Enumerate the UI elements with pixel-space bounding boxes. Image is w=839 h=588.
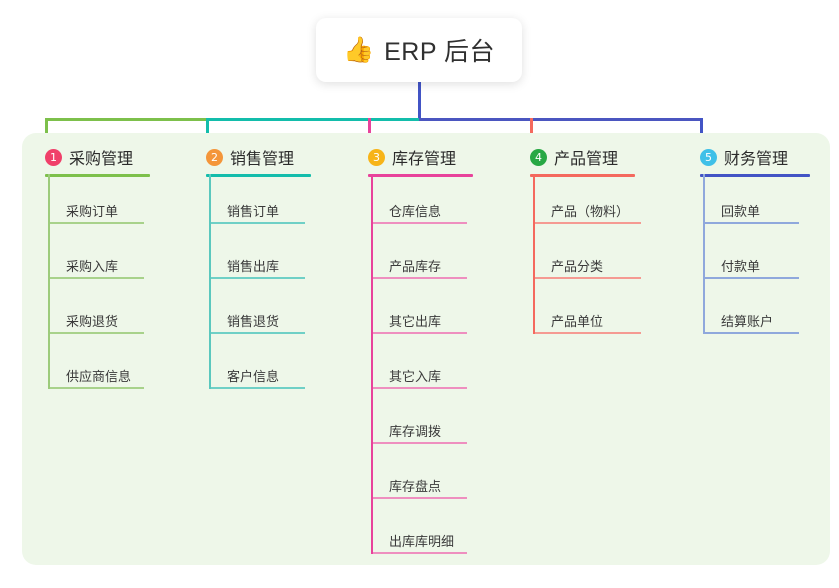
column-badge-4: 4 xyxy=(530,148,547,166)
leaf-item-underline xyxy=(533,277,641,279)
column-title-5: 财务管理 xyxy=(724,151,789,168)
column-header-2[interactable]: 2 销售管理 xyxy=(206,145,294,169)
leaf-item-underline xyxy=(703,277,799,279)
leaf-item-label: 付款单 xyxy=(721,259,761,274)
connector-drop-inventory xyxy=(368,118,371,146)
leaf-item-label: 销售退货 xyxy=(227,314,280,329)
column-badge-2: 2 xyxy=(206,148,223,166)
column-header-5[interactable]: 5 财务管理 xyxy=(700,145,788,169)
column-header-1[interactable]: 1 采购管理 xyxy=(45,145,133,169)
leaf-item-label: 产品单位 xyxy=(551,314,604,329)
leaf-item-underline xyxy=(703,222,799,224)
leaf-item-label: 采购订单 xyxy=(66,204,119,219)
leaf-item-underline xyxy=(533,332,641,334)
leaf-item-label: 采购入库 xyxy=(66,259,119,274)
column-spine-4 xyxy=(533,174,535,334)
leaf-item-underline xyxy=(209,332,305,334)
column-spine-3 xyxy=(371,174,373,554)
connector-segment-teal xyxy=(206,118,421,121)
column-title-4: 产品管理 xyxy=(554,151,619,168)
leaf-item-label: 其它出库 xyxy=(389,314,442,329)
connector-drop-sales xyxy=(206,118,209,146)
leaf-item-underline xyxy=(209,387,305,389)
column-title-1: 采购管理 xyxy=(69,151,134,168)
column-header-underline-2 xyxy=(206,174,311,177)
column-header-underline-3 xyxy=(368,174,473,177)
connector-segment-green xyxy=(45,118,208,121)
leaf-item-underline xyxy=(48,222,144,224)
leaf-item-label: 产品分类 xyxy=(551,259,604,274)
leaf-item-underline xyxy=(371,387,467,389)
column-header-underline-1 xyxy=(45,174,150,177)
connector-segment-blue xyxy=(419,118,703,121)
column-badge-5: 5 xyxy=(700,148,717,166)
connector-drop-finance xyxy=(700,118,703,146)
root-node-card[interactable]: 👍 ERP 后台 xyxy=(316,18,522,82)
leaf-item-label: 库存盘点 xyxy=(389,479,442,494)
leaf-item-underline xyxy=(371,552,467,554)
column-header-underline-5 xyxy=(700,174,810,177)
leaf-item-underline xyxy=(371,277,467,279)
leaf-item-underline xyxy=(48,332,144,334)
leaf-item-label: 其它入库 xyxy=(389,369,442,384)
leaf-item-label: 库存调拨 xyxy=(389,424,442,439)
leaf-item-label: 客户信息 xyxy=(227,369,280,384)
leaf-item-underline xyxy=(48,387,144,389)
leaf-item-label: 销售订单 xyxy=(227,204,280,219)
leaf-item-underline xyxy=(371,332,467,334)
leaf-item-underline xyxy=(48,277,144,279)
leaf-item-underline xyxy=(371,497,467,499)
column-badge-3: 3 xyxy=(368,148,385,166)
mindmap-panel: 1 采购管理采购订单采购入库采购退货供应商信息 2 销售管理销售订单销售出库销售退货客… xyxy=(22,133,830,565)
leaf-item-underline xyxy=(371,442,467,444)
column-spine-2 xyxy=(209,174,211,389)
leaf-item-label: 出库库明细 xyxy=(389,534,455,549)
connector-drop-purchase xyxy=(45,118,48,146)
column-badge-1: 1 xyxy=(45,148,62,166)
leaf-item-label: 销售出库 xyxy=(227,259,280,274)
leaf-item-underline xyxy=(703,332,799,334)
leaf-item-label: 产品（物料） xyxy=(551,204,630,219)
leaf-item-label: 仓库信息 xyxy=(389,204,442,219)
leaf-item-label: 结算账户 xyxy=(721,314,774,329)
connector-drop-product xyxy=(530,118,533,146)
column-header-underline-4 xyxy=(530,174,635,177)
page-title: ERP 后台 xyxy=(384,38,496,66)
leaf-item-label: 产品库存 xyxy=(389,259,442,274)
column-spine-1 xyxy=(48,174,50,389)
column-title-3: 库存管理 xyxy=(392,151,457,168)
leaf-item-underline xyxy=(533,222,641,224)
column-spine-5 xyxy=(703,174,705,334)
column-title-2: 销售管理 xyxy=(230,151,295,168)
connector-root-stem xyxy=(418,82,421,120)
thumbs-up-icon: 👍 xyxy=(342,35,375,64)
leaf-item-underline xyxy=(209,222,305,224)
leaf-item-label: 供应商信息 xyxy=(66,369,132,384)
column-header-3[interactable]: 3 库存管理 xyxy=(368,145,456,169)
leaf-item-underline xyxy=(371,222,467,224)
leaf-item-underline xyxy=(209,277,305,279)
column-header-4[interactable]: 4 产品管理 xyxy=(530,145,618,169)
leaf-item-label: 回款单 xyxy=(721,204,761,219)
leaf-item-label: 采购退货 xyxy=(66,314,119,329)
